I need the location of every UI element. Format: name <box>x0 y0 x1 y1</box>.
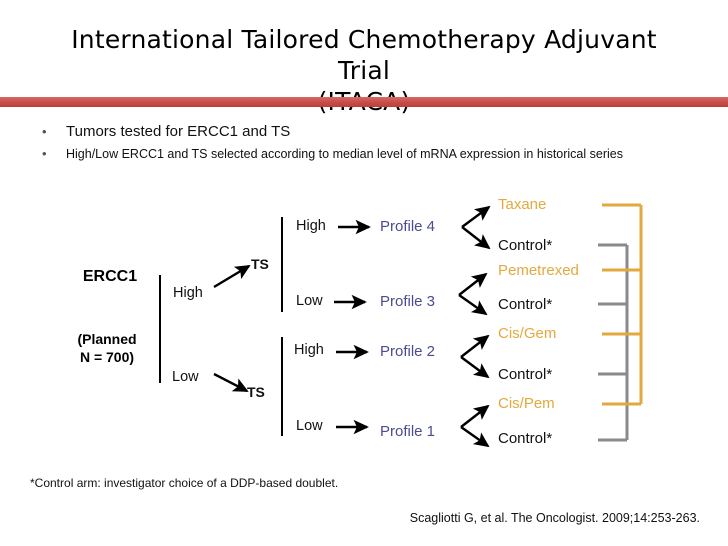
ts-branch-label-2-low: Low <box>296 293 323 309</box>
bullet-marker-icon: • <box>42 146 47 161</box>
arm-profile-2-control: Control* <box>498 366 553 383</box>
profile-1-label: Profile 1 <box>380 423 436 440</box>
arrow-profile-4-to-control <box>461 226 491 250</box>
node-ts-lower: TS <box>247 384 265 400</box>
arrow-ercc1-low-to-ts <box>213 372 249 393</box>
node-ercc1: ERCC1 <box>82 268 138 285</box>
arrow-profile-2-to-experimental <box>460 334 490 358</box>
ts-branch-label-4-low: Low <box>296 418 323 434</box>
ts-branch-label-3-high: High <box>294 342 324 358</box>
bullet-marker-icon: • <box>42 124 47 139</box>
footnote: *Control arm: investigator choice of a D… <box>30 476 339 490</box>
ts-lower-split-bar <box>281 337 283 436</box>
arrow-profile-3-to-control <box>458 294 488 316</box>
arm-profile-1-control: Control* <box>498 430 553 447</box>
ts-branch-label-1-high: High <box>296 218 326 234</box>
arm-profile-3-control: Control* <box>498 296 553 313</box>
arrow-profile-4-to-experimental <box>461 205 491 228</box>
arrow-profile-3-to-experimental <box>458 272 488 296</box>
title-divider <box>0 97 728 107</box>
list-item: • High/Low ERCC1 and TS selected accordi… <box>28 146 698 162</box>
arrow-profile-2-to-control <box>460 356 490 379</box>
title-line-1: International Tailored Chemotherapy Adju… <box>71 25 657 85</box>
ts-upper-split-bar <box>281 217 283 312</box>
bullet-text: High/Low ERCC1 and TS selected according… <box>66 147 623 161</box>
citation: Scagliotti G, et al. The Oncologist. 200… <box>409 511 700 525</box>
profile-4-label: Profile 4 <box>380 218 436 235</box>
arm-profile-4-experimental: Taxane <box>498 196 547 213</box>
node-ts-upper: TS <box>251 256 269 272</box>
profile-2-label: Profile 2 <box>380 343 436 360</box>
bullet-text: Tumors tested for ERCC1 and TS <box>66 123 291 140</box>
ercc1-branch-label-low: Low <box>172 369 199 385</box>
arm-profile-3-experimental: Pemetrexed <box>498 262 579 279</box>
bullet-list: • Tumors tested for ERCC1 and TS • High/… <box>28 122 698 162</box>
ercc1-split-bar <box>159 275 161 383</box>
planned-line-2: N = 700) <box>79 349 135 365</box>
ercc1-branch-label-high: High <box>173 285 203 301</box>
planned-line-1: (Planned <box>77 331 137 347</box>
arm-profile-2-experimental: Cis/Gem <box>498 325 557 342</box>
node-ercc1-planned-n: (Planned N = 700) <box>52 330 162 366</box>
list-item: • Tumors tested for ERCC1 and TS <box>28 122 698 142</box>
profile-3-label: Profile 3 <box>380 293 436 310</box>
arrow-ercc1-high-to-ts <box>213 264 251 289</box>
arrow-profile-1-to-control <box>460 426 490 448</box>
control-arm-bracket <box>598 243 629 442</box>
experimental-arm-bracket <box>602 203 643 406</box>
page-title: International Tailored Chemotherapy Adju… <box>44 24 684 117</box>
arrow-profile-1-to-experimental <box>460 404 490 428</box>
arm-profile-4-control: Control* <box>498 237 553 254</box>
arm-profile-1-experimental: Cis/Pem <box>498 395 555 412</box>
